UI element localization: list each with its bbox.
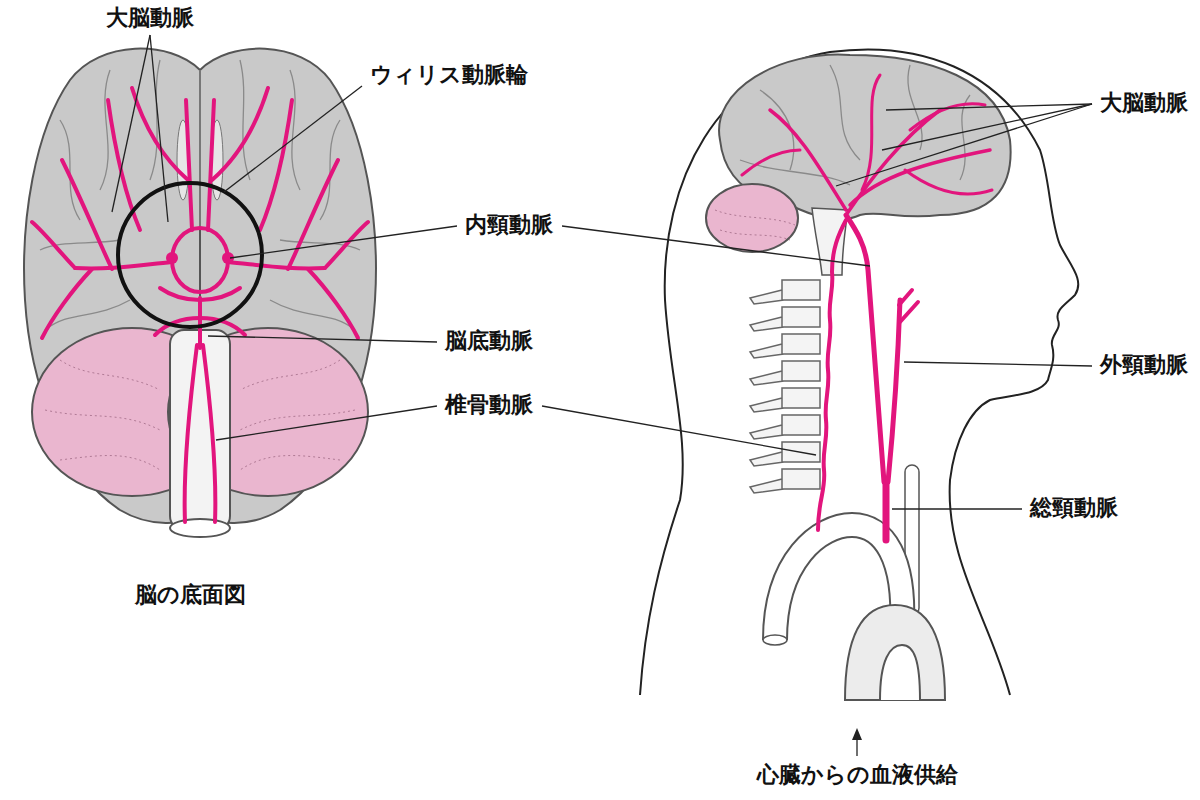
vertebra <box>750 361 820 385</box>
artery-branch <box>288 160 338 269</box>
aorta-cut <box>763 635 787 645</box>
brainstem-cut <box>170 519 230 537</box>
leader-line <box>542 406 816 455</box>
leader-line <box>150 35 168 222</box>
gyrus-line <box>240 60 250 180</box>
base-arteries <box>32 88 368 522</box>
vertebral-artery <box>185 345 197 522</box>
gyrus-line <box>320 120 340 220</box>
common-carotid-artery <box>883 480 890 540</box>
gyrus-line <box>199 70 200 228</box>
artery-branch <box>212 88 268 180</box>
folia-line <box>60 456 160 470</box>
folia-line <box>240 360 340 390</box>
gyrus-line <box>830 65 860 160</box>
artery-branch <box>62 160 112 269</box>
anterior-cerebral-artery <box>186 100 192 230</box>
gyri-lines <box>740 65 970 185</box>
leader-line <box>230 226 457 258</box>
folia-line <box>60 360 160 390</box>
leader-line <box>904 362 1092 366</box>
artery-branch <box>32 222 75 268</box>
vertebra <box>750 280 820 304</box>
middle-cerebral-artery <box>228 262 325 268</box>
folia-line <box>240 456 340 470</box>
artery-branch <box>899 290 918 322</box>
part-label: ウィリス動脈輪 <box>368 62 530 88</box>
cerebellum <box>706 184 798 252</box>
vertebral-artery <box>818 220 846 530</box>
artery-branch <box>260 100 292 230</box>
figure-caption: 脳の底面図 <box>133 582 248 608</box>
flow-caption: 心臓からの血液供給 <box>755 762 960 788</box>
gyrus-line <box>100 70 110 190</box>
cervical-spine <box>750 280 820 493</box>
leader-line <box>216 406 437 440</box>
part-label: 椎骨動脈 <box>443 392 535 418</box>
brainstem <box>812 208 848 275</box>
artery-branch <box>325 222 368 268</box>
gyrus-line <box>60 120 80 220</box>
basilar-artery <box>198 298 202 348</box>
highlight-circle <box>118 183 262 327</box>
circle-of-willis <box>172 228 228 292</box>
head-side-view <box>640 49 1078 700</box>
vertebra <box>750 307 820 331</box>
leader-line <box>836 104 1092 186</box>
brainstem <box>170 330 230 530</box>
external-carotid-artery <box>888 300 900 482</box>
anterior-cerebral-artery <box>208 100 214 230</box>
cerebral-artery <box>742 150 800 175</box>
part-label: 脳底動脈 <box>443 328 535 354</box>
part-label: 大脳動脈 <box>104 5 196 31</box>
vertebral-artery <box>203 345 215 522</box>
middle-cerebral-artery <box>75 262 172 268</box>
leader-line <box>112 35 150 212</box>
cerebral-artery <box>770 110 846 210</box>
part-label: 総頸動脈 <box>1028 495 1120 521</box>
internal-carotid-artery <box>846 215 884 482</box>
arrow-head <box>852 728 862 740</box>
leader-line <box>886 104 1092 110</box>
vertebra <box>750 469 820 493</box>
leader-line <box>562 226 870 266</box>
internal-carotid-stump <box>166 252 178 264</box>
artery-branch <box>308 269 358 338</box>
part-label: 外頸動脈 <box>1098 352 1190 378</box>
neck-arteries <box>742 75 992 540</box>
folia-line <box>45 410 160 430</box>
vertebra <box>750 334 820 358</box>
part-label: 内頸動脈 <box>463 212 555 238</box>
vertebra <box>750 415 820 439</box>
heart-vessel <box>880 645 920 700</box>
leader-line <box>892 508 1022 509</box>
brain-base-view <box>24 49 376 537</box>
head-outline <box>640 49 1078 695</box>
gyri-lines <box>40 60 360 330</box>
cerebellum-folia <box>715 210 795 240</box>
heart <box>845 605 945 700</box>
cerebral-artery <box>846 110 940 215</box>
leader-line <box>224 86 362 192</box>
leader-lines <box>112 35 1092 756</box>
leader-line <box>882 104 1092 150</box>
leader-line <box>208 336 437 342</box>
artery-branch <box>42 269 92 338</box>
cerebral-artery <box>905 170 992 194</box>
part-label: 大脳動脈 <box>1098 90 1190 116</box>
blood-flow-arrow <box>856 738 857 756</box>
vertebra <box>750 388 820 412</box>
gyrus-line <box>290 70 300 190</box>
